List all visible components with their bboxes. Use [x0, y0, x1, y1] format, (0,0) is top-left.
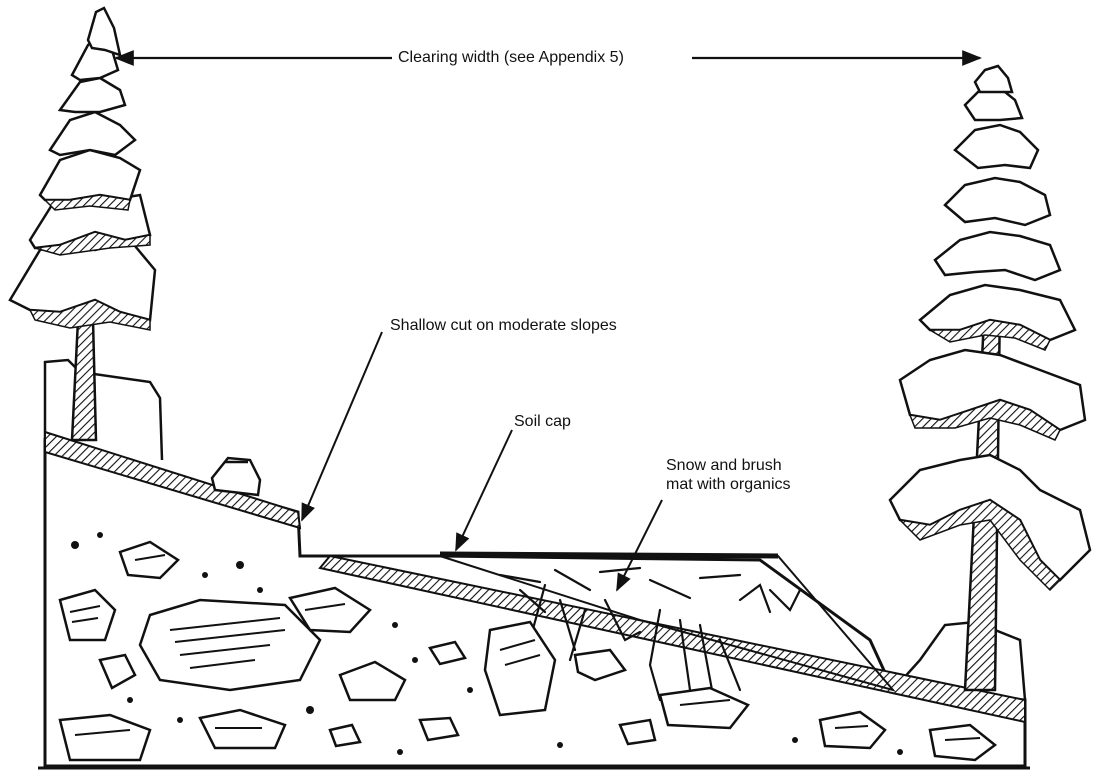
snow-brush-mat-label: Snow and brush mat with organics [666, 456, 826, 494]
snow-mat-label-line2: mat with organics [666, 475, 826, 494]
tree-stump [212, 458, 260, 495]
left-tree [10, 8, 155, 440]
snow-mat-label-line1: Snow and brush [666, 456, 826, 475]
right-tree [890, 66, 1090, 690]
leader-arrows [302, 332, 662, 590]
shallow-cut-arrow [302, 332, 382, 520]
clearing-width-label: Clearing width (see Appendix 5) [392, 48, 630, 67]
shallow-cut-label: Shallow cut on moderate slopes [390, 316, 617, 335]
soil-cap-label: Soil cap [514, 412, 571, 431]
soil-cap-arrow [456, 430, 512, 550]
